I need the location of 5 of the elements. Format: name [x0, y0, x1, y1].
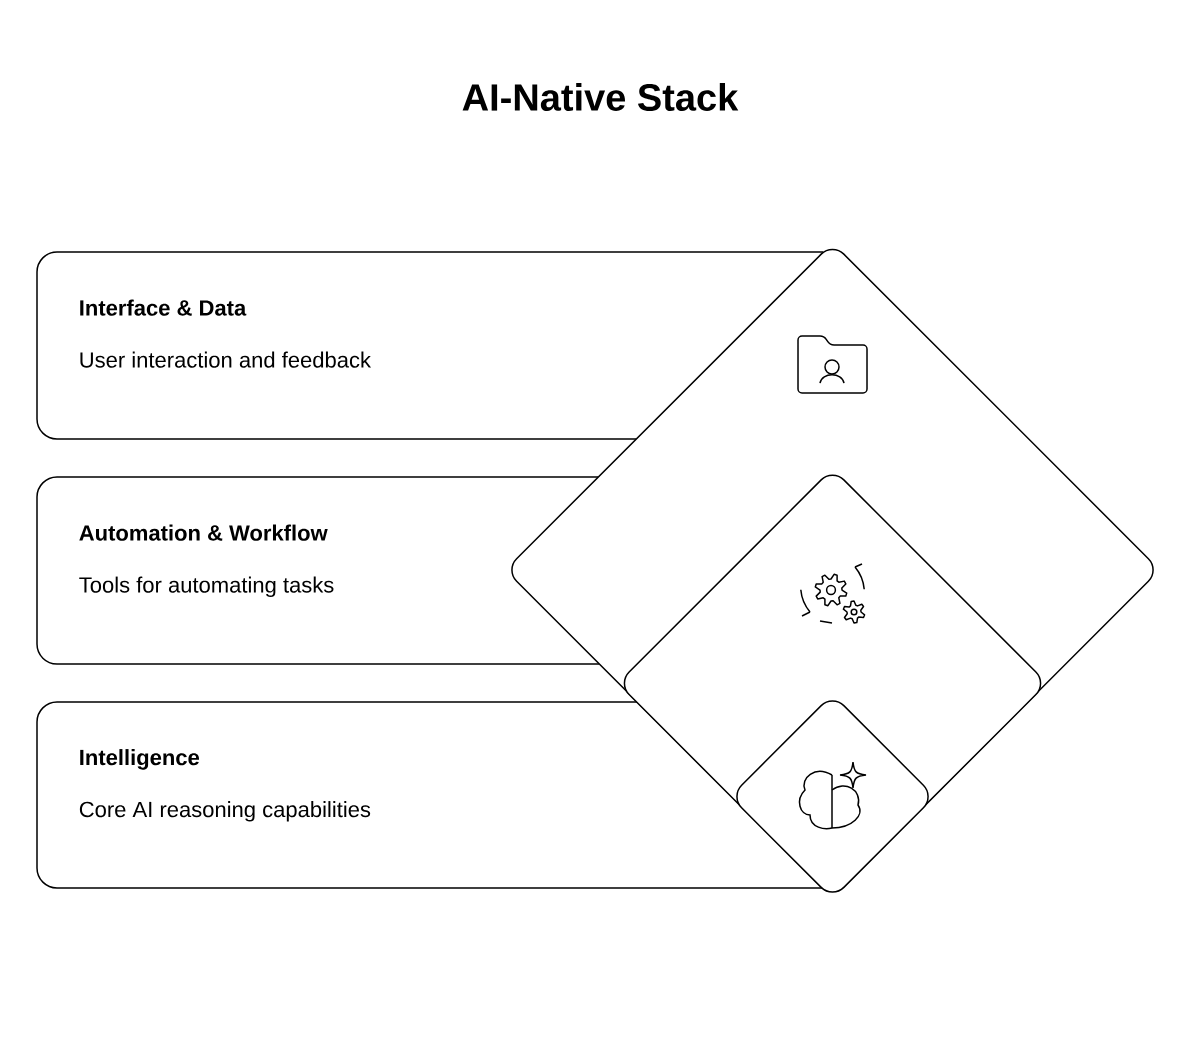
- layer-diamond: [736, 700, 929, 893]
- title: AI-Native Stack: [462, 83, 739, 111]
- layer-card: Interface & Data User interaction and feedback: [36, 251, 824, 440]
- layer-card: Intelligence Core AI reasoning capabilities: [36, 701, 824, 889]
- layer-card: Automation & Workflow Tools for automating tasks: [36, 476, 600, 665]
